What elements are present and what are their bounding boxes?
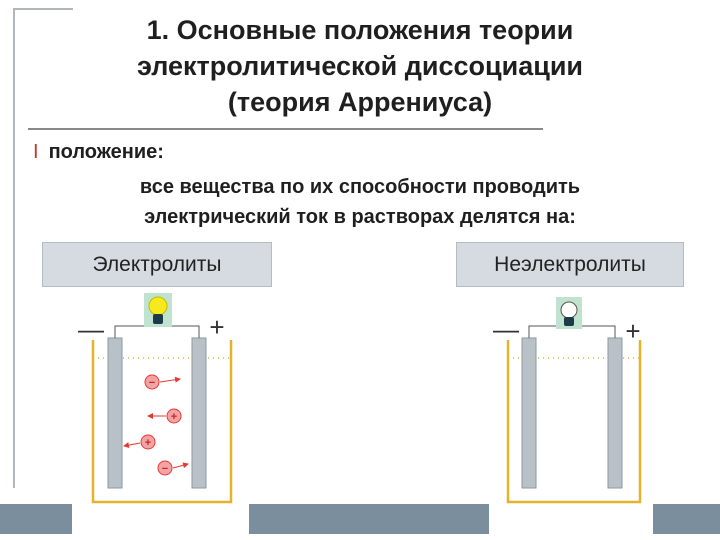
anode-electrode	[607, 337, 623, 489]
minus-terminal: —	[78, 314, 104, 344]
plus-terminal: +	[625, 316, 640, 346]
footer-bar-segment	[249, 504, 489, 534]
wire-left	[528, 325, 557, 338]
title-underline	[28, 128, 543, 130]
electrolytes-box: Электролиты	[42, 242, 272, 287]
lit-bulb-icon	[148, 296, 168, 324]
title-line-2: электролитической диссоциации	[136, 51, 584, 81]
anode-electrode	[191, 337, 207, 489]
nonelectrolytes-label: Неэлектролиты	[494, 252, 646, 276]
nonelectrolytes-box: Неэлектролиты	[456, 242, 684, 287]
description-line-2: электрический ток в растворах делятся на…	[144, 206, 576, 228]
description-line-1: все вещества по их способности проводить	[139, 176, 581, 198]
anion-icon: −	[157, 460, 189, 476]
anion-icon: −	[144, 374, 181, 390]
electrolytes-label: Электролиты	[92, 252, 222, 276]
footer-bar-segment	[653, 504, 720, 534]
wire-right	[172, 325, 200, 338]
wire-left	[114, 325, 145, 338]
electrolyte-container	[91, 340, 233, 504]
wire-right	[581, 325, 616, 338]
title-line-3: (теория Аррениуса)	[227, 87, 493, 117]
nonelectrolyte-apparatus: — +	[493, 297, 642, 504]
unlit-bulb-icon	[560, 301, 578, 326]
cation-sign: +	[145, 437, 151, 449]
cation-icon: +	[123, 434, 156, 450]
cathode-electrode	[107, 337, 123, 489]
cathode-electrode	[521, 337, 537, 489]
anion-sign: −	[162, 463, 168, 475]
slide-frame-top	[13, 8, 73, 10]
cation-sign: +	[171, 411, 177, 423]
roman-numeral-bullet: I	[33, 141, 39, 163]
title-line-1: 1. Основные положения теории	[146, 15, 574, 45]
slide-title: 1. Основные положения теории электролити…	[60, 12, 660, 120]
description: все вещества по их способности проводить…	[40, 172, 680, 232]
footer-bar-segment	[0, 504, 72, 534]
plus-terminal: +	[209, 312, 224, 342]
nonelectrolyte-container	[506, 340, 642, 504]
slide-frame-left	[13, 8, 15, 488]
cation-icon: +	[147, 408, 182, 424]
electrolyte-apparatus: — + − + + −	[78, 293, 233, 504]
anion-sign: −	[149, 377, 155, 389]
minus-terminal: —	[493, 314, 519, 344]
heading-label: положение:	[48, 141, 164, 163]
